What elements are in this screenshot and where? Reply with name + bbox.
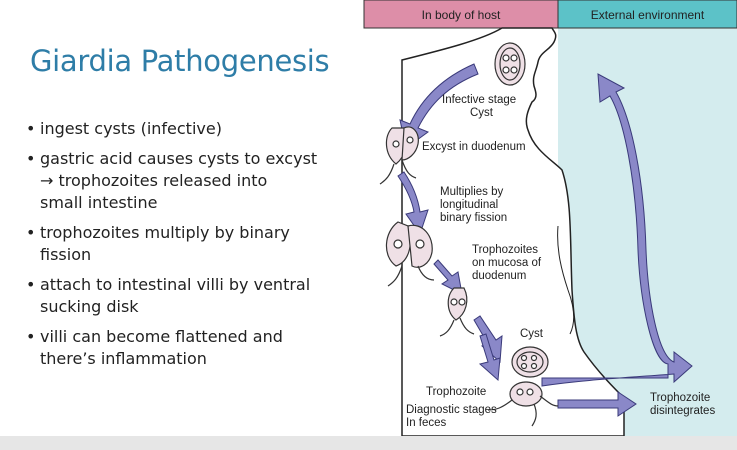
life-cycle-figure: In body of host External environment Inf…: [362, 0, 737, 436]
bullet-text: small intestine: [40, 193, 158, 212]
feces-cyst: [511, 346, 549, 378]
label-line: Trophozoite: [650, 392, 711, 404]
host-header-label: In body of host: [421, 8, 501, 22]
disintegration-arrow: [557, 391, 637, 417]
label-line: Diagnostic stages: [406, 404, 497, 416]
slide-title: Giardia Pathogenesis: [30, 44, 330, 78]
human-silhouette: [401, 27, 625, 436]
label-line: Infective stage: [442, 94, 517, 106]
label-line: on mucosa of: [472, 257, 542, 269]
bullet-list: ingest cysts (infective) gastric acid ca…: [26, 118, 356, 378]
label-line: In feces: [406, 417, 447, 429]
excyst-label: Excyst in duodenum: [422, 141, 526, 153]
bullet-item: trophozoites multiply by binary fission: [26, 222, 356, 266]
bullet-text: villi can become flattened and: [40, 327, 283, 346]
multiply-arrow: [433, 259, 463, 295]
host-header-bar: [363, 0, 559, 29]
diagnostic-stages-label: Diagnostic stages In feces: [406, 404, 497, 430]
bottom-bar: [0, 436, 737, 450]
slide: Giardia Pathogenesis ingest cysts (infec…: [0, 0, 737, 436]
external-header-bar: [557, 0, 737, 29]
excretion-arrow: [541, 73, 693, 387]
bullet-text: fission: [40, 245, 92, 264]
bullet-text: → trophozoites released into: [40, 171, 268, 190]
bullet-text: trophozoites multiply by binary: [40, 223, 290, 242]
external-header-label: External environment: [590, 8, 705, 22]
label-line: Trophozoites: [472, 244, 539, 256]
label-line: duodenum: [472, 270, 527, 282]
mucosa-trophozoite: [439, 287, 475, 337]
label-line: Multiplies by: [440, 186, 504, 198]
excysting-trophozoite: [379, 126, 419, 185]
multiplies-label: Multiplies by longitudinal binary fissio…: [440, 186, 507, 225]
infective-cyst: [494, 42, 526, 86]
bullet-text: ingest cysts (infective): [40, 119, 222, 138]
bullet-item: ingest cysts (infective): [26, 118, 356, 140]
label-line: disintegrates: [650, 405, 716, 417]
bullet-item: villi can become flattened and there’s i…: [26, 326, 356, 370]
bullet-item: gastric acid causes cysts to excyst → tr…: [26, 148, 356, 214]
bullet-text: attach to intestinal villi by ventral: [40, 275, 311, 294]
bullet-text: gastric acid causes cysts to excyst: [40, 149, 318, 168]
bullet-item: attach to intestinal villi by ventral su…: [26, 274, 356, 318]
trophozoites-mucosa-label: Trophozoites on mucosa of duodenum: [472, 244, 541, 283]
dividing-trophozoites: [385, 221, 435, 287]
label-line: binary fission: [440, 212, 508, 224]
life-cycle-diagram: [363, 0, 737, 436]
cyst-label: Cyst: [520, 328, 543, 340]
label-line: longitudinal: [440, 199, 499, 211]
excyst-arrow: [397, 171, 429, 236]
infective-stage-label: Infective stage Cyst: [442, 94, 516, 120]
trophozoite-label: Trophozoite: [426, 386, 487, 398]
disintegrates-label: Trophozoite disintegrates: [650, 392, 715, 418]
bullet-text: there’s inflammation: [40, 349, 207, 368]
trophozoite-arrow: [478, 333, 501, 382]
label-line: Cyst: [470, 107, 493, 119]
feces-trophozoite: [487, 381, 559, 427]
bullet-text: sucking disk: [40, 297, 139, 316]
intestine-outline: [557, 225, 575, 335]
